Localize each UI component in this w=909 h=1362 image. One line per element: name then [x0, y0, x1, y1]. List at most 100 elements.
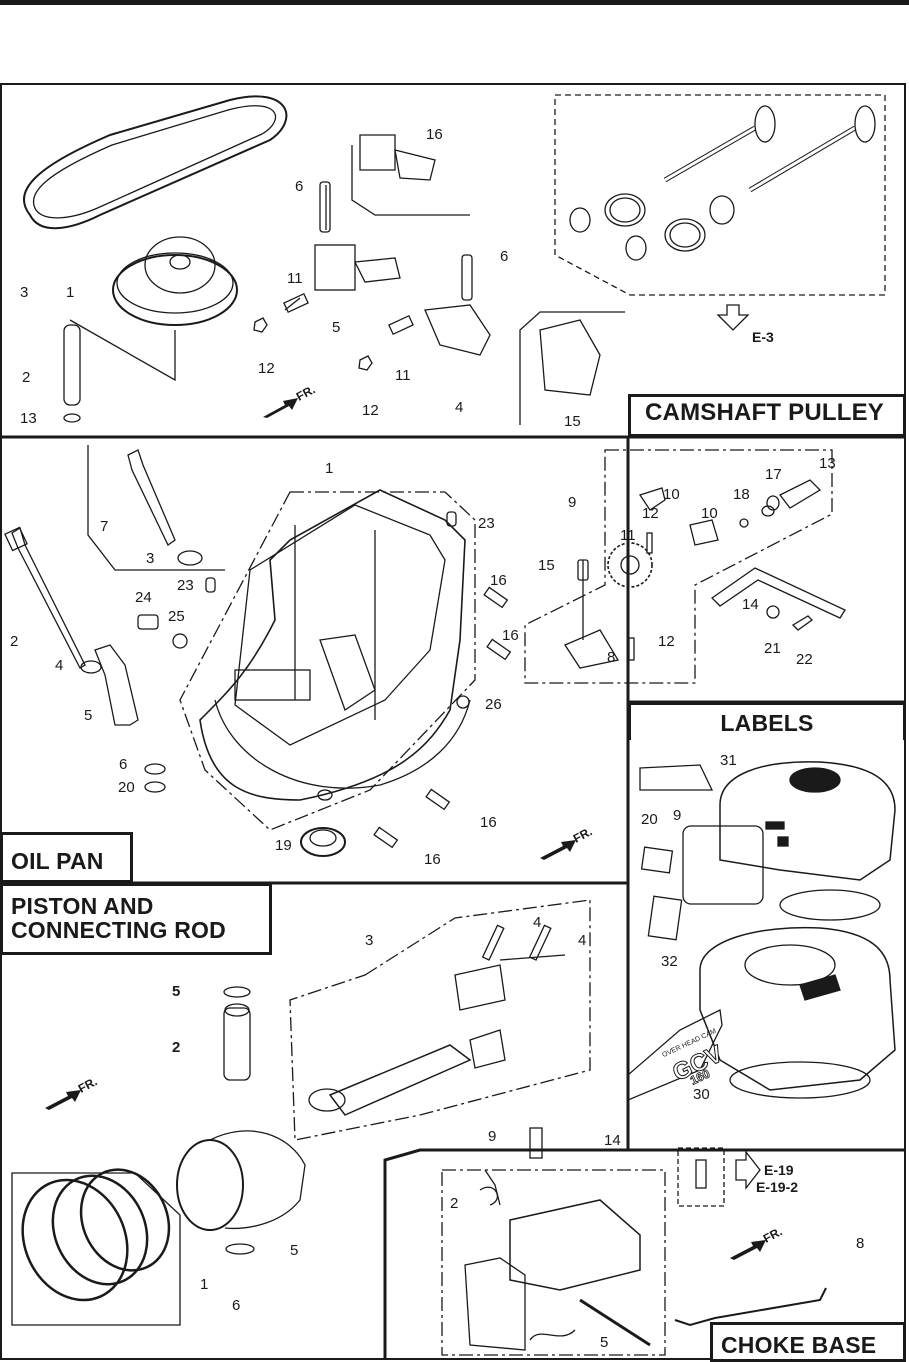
callout-oilpan-23b: 23 — [177, 577, 194, 594]
callout-oilpan-10b: 10 — [701, 505, 718, 522]
callout-camshaft-2: 2 — [22, 369, 31, 386]
callout-piston-2: 2 — [172, 1039, 181, 1056]
dipstick-drawing — [4, 526, 166, 793]
section-title-piston-line1: PISTON AND — [11, 893, 154, 919]
piston-rings-boundary — [11, 1172, 181, 1326]
label-decals — [627, 764, 723, 1101]
page-top-rule — [0, 0, 909, 5]
piston-rings-drawing — [21, 1168, 171, 1302]
callout-oilpan-12a: 12 — [642, 505, 659, 522]
callout-camshaft-1: 1 — [66, 284, 75, 301]
callout-choke-9: 9 — [488, 1128, 497, 1145]
callout-oilpan-7: 7 — [100, 518, 109, 535]
piston-drawing — [176, 1130, 306, 1255]
valves-drawing — [569, 105, 876, 261]
section-title-labels: LABELS — [628, 702, 906, 740]
callout-piston-4b: 4 — [578, 932, 587, 949]
oil-pan-kit-boundary — [179, 491, 476, 831]
callout-oilpan-13: 13 — [819, 455, 836, 472]
callout-labels-30: 30 — [693, 1086, 710, 1103]
camshaft-pin-drawing — [63, 324, 81, 423]
section-title-camshaft-pulley: CAMSHAFT PULLEY — [628, 394, 906, 437]
inset-bracket-7 — [87, 445, 225, 571]
engine-illustration-bottom — [699, 926, 896, 1099]
callout-piston-6: 6 — [232, 1297, 241, 1314]
callout-oilpan-11: 11 — [620, 527, 636, 544]
callout-piston-1: 1 — [200, 1276, 209, 1293]
reference-e19: E-19 — [764, 1162, 794, 1178]
callout-camshaft-15: 15 — [564, 413, 581, 430]
choke-rod-drawing — [674, 1287, 827, 1327]
choke-kit-boundary — [441, 1169, 666, 1356]
choke-reference-dashed-box — [677, 1147, 725, 1207]
callout-camshaft-6a: 6 — [295, 178, 304, 195]
arrow-to-e3-icon — [716, 304, 750, 331]
front-arrow-icon-oilpan — [540, 840, 576, 860]
callout-labels-9: 9 — [673, 807, 682, 824]
callout-oilpan-19: 19 — [275, 837, 292, 854]
callout-piston-5a: 5 — [172, 983, 181, 1000]
callout-choke-8: 8 — [856, 1235, 865, 1252]
callout-oilpan-22: 22 — [796, 651, 813, 668]
front-arrow-icon-camshaft — [263, 398, 298, 418]
front-arrow-icon-piston — [45, 1090, 81, 1110]
callout-labels-31: 31 — [720, 752, 737, 769]
callout-camshaft-4: 4 — [455, 399, 464, 416]
connecting-rod-drawing — [308, 924, 566, 1116]
callout-camshaft-3: 3 — [20, 284, 29, 301]
oil-filler-cap-drawing — [127, 449, 203, 566]
callout-oilpan-3: 3 — [146, 550, 155, 567]
governor-drawing — [564, 479, 846, 669]
callout-oilpan-18: 18 — [733, 486, 750, 503]
callout-oilpan-24: 24 — [135, 589, 152, 606]
callout-oilpan-8: 8 — [607, 649, 616, 666]
callout-camshaft-5: 5 — [332, 319, 341, 336]
callout-labels-32: 32 — [661, 953, 678, 970]
section-title-piston-line2: CONNECTING ROD — [11, 917, 226, 943]
callout-choke-14: 14 — [604, 1132, 621, 1149]
callout-camshaft-11b: 11 — [395, 367, 411, 384]
callout-oilpan-23a: 23 — [478, 515, 495, 532]
callout-oilpan-16b: 16 — [502, 627, 519, 644]
callout-camshaft-6b: 6 — [500, 248, 509, 265]
connecting-rod-kit-boundary — [289, 899, 591, 1141]
callout-oilpan-16d: 16 — [424, 851, 441, 868]
adjuster-springs — [253, 292, 414, 371]
drain-bolt-drawing — [137, 511, 457, 649]
callout-piston-3: 3 — [365, 932, 374, 949]
callout-oilpan-12b: 12 — [658, 633, 675, 650]
engine-illustration-top — [682, 761, 896, 921]
callout-oilpan-17: 17 — [765, 466, 782, 483]
callout-oilpan-14: 14 — [742, 596, 759, 613]
divider-choke — [383, 1148, 906, 1360]
reference-e3: E-3 — [752, 329, 774, 345]
inset-bracket-16 — [351, 145, 470, 216]
callout-oilpan-9: 9 — [568, 494, 577, 511]
callout-oilpan-5: 5 — [84, 707, 93, 724]
callout-camshaft-12b: 12 — [362, 402, 379, 419]
bolts-16 — [373, 586, 512, 849]
timing-belt-drawing — [23, 95, 288, 230]
section-title-choke-base: CHOKE BASE — [710, 1322, 906, 1362]
callout-choke-5: 5 — [600, 1334, 609, 1351]
oil-seal-drawing — [300, 827, 346, 857]
arrow-to-e19-icon — [735, 1150, 761, 1190]
section-title-oil-pan: OIL PAN — [0, 832, 133, 883]
choke-base-drawing — [464, 1127, 707, 1351]
callout-oilpan-16c: 16 — [480, 814, 497, 831]
front-arrow-icon-choke — [730, 1240, 766, 1260]
rocker-arm-drawing — [314, 134, 601, 396]
section-title-piston: PISTON AND CONNECTING ROD — [0, 883, 272, 955]
callout-oilpan-25: 25 — [168, 608, 185, 625]
reference-e19-2: E-19-2 — [756, 1179, 799, 1195]
callout-oilpan-21: 21 — [764, 640, 781, 657]
inset-bracket-15 — [519, 311, 625, 425]
callout-oilpan-20: 20 — [118, 779, 135, 796]
callout-oilpan-16a: 16 — [490, 572, 507, 589]
callout-oilpan-26: 26 — [485, 696, 502, 713]
camshaft-pulley-drawing — [69, 236, 238, 382]
oil-pan-drawing — [199, 489, 471, 801]
callout-camshaft-12a: 12 — [258, 360, 275, 377]
callout-camshaft-11a: 11 — [287, 270, 303, 287]
